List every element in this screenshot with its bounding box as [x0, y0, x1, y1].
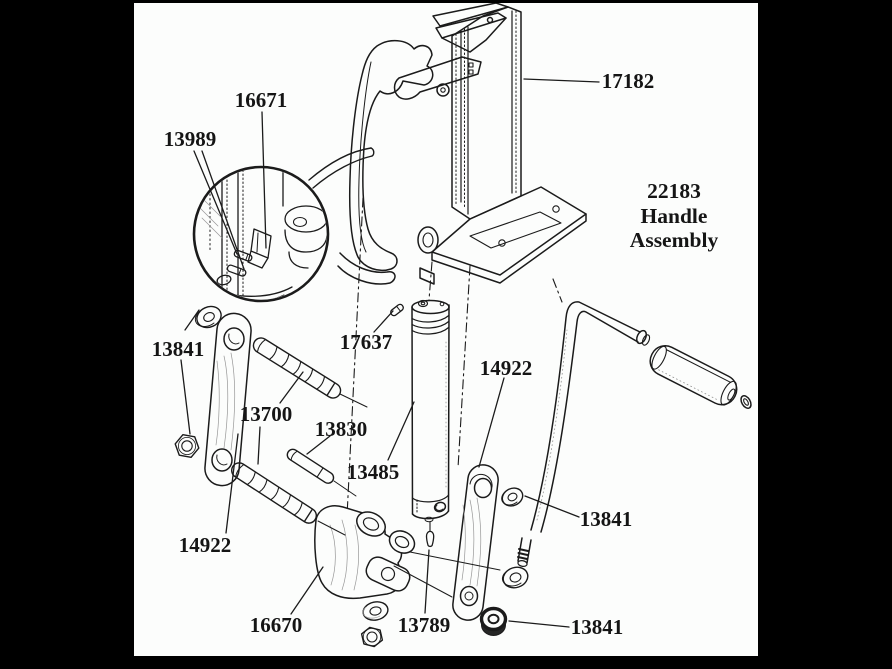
cylinder-top-hole	[417, 299, 429, 308]
label-pin-17637: 17637	[340, 330, 393, 354]
cylinder-pivot-hole	[433, 501, 447, 513]
link-arm-hole	[211, 448, 233, 472]
washer-13841-right-drawing	[501, 487, 524, 507]
label-pin-13789: 13789	[398, 613, 451, 637]
nut-13841-bottom-drawing	[479, 606, 508, 636]
letterbox-left	[0, 0, 134, 669]
label-bracket-17182: 17182	[602, 69, 655, 93]
assembly-number: 22183	[647, 179, 701, 203]
cylinder-13485-drawing	[411, 299, 450, 523]
nut-13841-left-drawing	[174, 434, 200, 458]
label-pins-13989: 13989	[164, 127, 217, 151]
magnifier-circle	[192, 165, 330, 303]
stud-13700-a-drawing	[252, 337, 342, 399]
washer-13841-top-drawing	[194, 305, 222, 329]
letterbox-bottom	[134, 656, 758, 669]
assembly-title: 22183 Handle Assembly	[630, 179, 719, 252]
centerlines	[345, 197, 563, 537]
link-arm-hole	[223, 327, 245, 351]
yoke-washer-nut-drawing	[360, 601, 389, 648]
detail-pin	[233, 249, 253, 262]
bracket-pivot-boss	[417, 226, 439, 254]
link-arm-hole	[473, 477, 493, 499]
bracket-top-hole	[486, 16, 494, 24]
pin-13789-drawing	[425, 530, 435, 548]
detail-boss	[284, 205, 327, 233]
bracket-17182-drawing	[337, 2, 587, 285]
label-stud-13700: 13700	[240, 402, 293, 426]
link-arm-left-drawing	[204, 312, 252, 487]
label-yoke-16670: 16670	[250, 613, 303, 637]
detail-pin	[226, 264, 247, 277]
stud-13700-b-drawing	[230, 462, 318, 524]
assembly-lines	[317, 393, 501, 598]
assembly-name-line2: Assembly	[630, 228, 719, 252]
washer-13841-bottom-drawing	[501, 566, 529, 589]
assembly-name-line1: Handle	[641, 204, 708, 228]
label-link-right-14922: 14922	[480, 356, 533, 380]
handle-grip-drawing	[649, 345, 752, 410]
grip-end-ring	[740, 394, 752, 410]
base-screw-hole	[552, 205, 560, 213]
link-arm-hole	[459, 585, 479, 607]
label-washer-13841-top: 13841	[152, 337, 205, 361]
base-screw-hole	[498, 239, 506, 247]
letterbox-right	[758, 0, 892, 669]
label-pin-13830: 13830	[315, 417, 368, 441]
detail-circle	[192, 165, 330, 303]
yoke-16670-drawing	[314, 505, 416, 600]
label-link-left-14922: 14922	[179, 533, 232, 557]
label-washer-13841-right: 13841	[580, 507, 633, 531]
label-screw-16671: 16671	[235, 88, 288, 112]
leader-lines	[180, 78, 600, 628]
letterbox-top	[134, 0, 758, 3]
linkage-rod-to-bracket	[308, 147, 375, 189]
handle-lever-drawing	[517, 301, 651, 567]
label-cylinder-13485: 13485	[347, 460, 400, 484]
link-arm-right-drawing	[452, 464, 499, 621]
part-labels: 17182 16671 13989 13841 17637 13700 1383…	[152, 69, 655, 639]
pin-13830-drawing	[286, 448, 335, 484]
label-washer-13841-bottom: 13841	[571, 615, 624, 639]
yoke-hole	[394, 535, 410, 549]
pin-17637-drawing	[390, 303, 404, 317]
yoke-tab-hole	[380, 566, 396, 582]
yoke-hole	[362, 517, 380, 531]
